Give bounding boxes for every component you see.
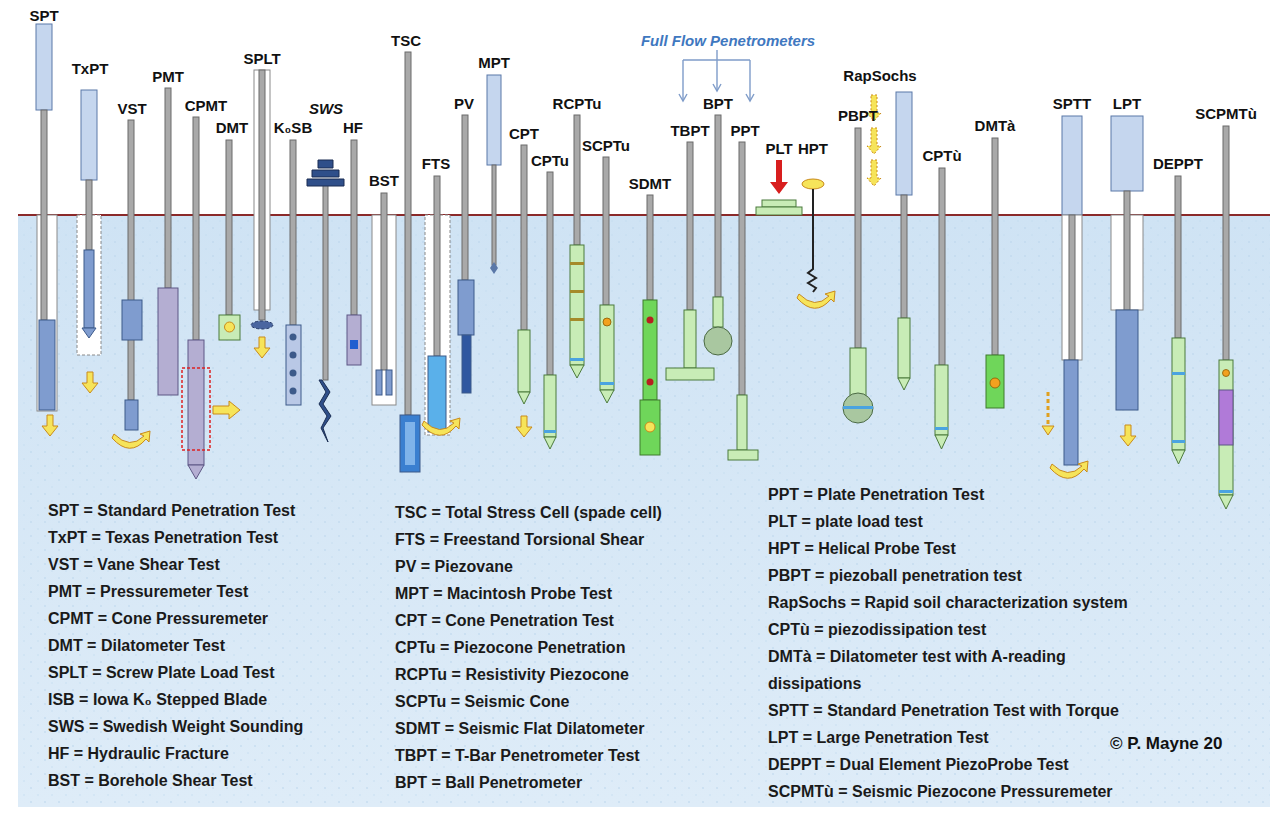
definition-line: CPTu = Piezocone Penetration: [395, 634, 662, 661]
definition-line: SPLT = Screw Plate Load Test: [48, 659, 303, 686]
definition-line: SCPTu = Seismic Cone: [395, 688, 662, 715]
definition-line: HF = Hydraulic Fracture: [48, 740, 303, 767]
definition-line: PPT = Plate Penetration Test: [768, 481, 1128, 508]
definition-line: TSC = Total Stress Cell (spade cell): [395, 499, 662, 526]
definition-line: CPMT = Cone Pressuremeter: [48, 605, 303, 632]
definition-line: PBPT = piezoball penetration test: [768, 562, 1128, 589]
tool-label: TxPT: [72, 60, 109, 77]
tool-label: SCPTu: [582, 137, 630, 154]
tool-label: DEPPT: [1153, 155, 1203, 172]
tool-label: DMT: [216, 119, 249, 136]
tool-label: VST: [117, 100, 146, 117]
group-label: Full Flow Penetrometers: [641, 32, 815, 49]
definition-line: VST = Vane Shear Test: [48, 551, 303, 578]
tool-label: FTS: [422, 155, 450, 172]
definition-line: SPT = Standard Penetration Test: [48, 497, 303, 524]
tool-label: BST: [369, 172, 399, 189]
definition-line: CPT = Cone Penetration Test: [395, 607, 662, 634]
definition-line: MPT = Macintosh Probe Test: [395, 580, 662, 607]
definition-line: TBPT = T-Bar Penetrometer Test: [395, 742, 662, 769]
tool-label: PMT: [152, 68, 184, 85]
definition-line: BST = Borehole Shear Test: [48, 767, 303, 794]
definition-line: LPT = Large Penetration Test: [768, 724, 1128, 751]
definition-line: SCPMTù = Seismic Piezocone Pressuremeter: [768, 778, 1128, 805]
definition-line: RCPTu = Resistivity Piezocone: [395, 661, 662, 688]
tool-label: LPT: [1113, 95, 1141, 112]
tool-label: RCPTu: [553, 95, 602, 112]
tool-label: K₀SB: [274, 119, 312, 136]
definition-line: TxPT = Texas Penetration Test: [48, 524, 303, 551]
definition-column: SPT = Standard Penetration TestTxPT = Te…: [48, 497, 303, 794]
definition-line: HPT = Helical Probe Test: [768, 535, 1128, 562]
tool-label: CPMT: [185, 97, 228, 114]
definition-line: BPT = Ball Penetrometer: [395, 769, 662, 796]
tool-label: HPT: [798, 140, 828, 157]
definition-line: DMT = Dilatometer Test: [48, 632, 303, 659]
definition-line: ISB = Iowa K₀ Stepped Blade: [48, 686, 303, 713]
tool-label: PBPT: [838, 107, 878, 124]
definition-line: PLT = plate load test: [768, 508, 1128, 535]
tool-label: SDMT: [629, 175, 672, 192]
tool-label: SPTT: [1053, 95, 1091, 112]
tool-label: CPT: [509, 125, 539, 142]
definition-line: DMTà = Dilatometer test with A-reading d…: [768, 643, 1108, 697]
tool-label: DMTà: [975, 117, 1016, 134]
tool-label: PV: [454, 95, 474, 112]
definition-line: RapSochs = Rapid soil characterization s…: [768, 589, 1128, 616]
definition-line: SDMT = Seismic Flat Dilatometer: [395, 715, 662, 742]
definition-column: PPT = Plate Penetration TestPLT = plate …: [768, 481, 1128, 805]
tool-label: SCPMTù: [1195, 105, 1257, 122]
definition-line: FTS = Freestand Torsional Shear: [395, 526, 662, 553]
definition-line: PV = Piezovane: [395, 553, 662, 580]
tool-label: PLT: [765, 140, 792, 157]
definition-line: SWS = Swedish Weight Sounding: [48, 713, 303, 740]
tool-label: HF: [343, 119, 363, 136]
definition-column: TSC = Total Stress Cell (spade cell)FTS …: [395, 499, 662, 796]
tool-label: BPT: [703, 95, 733, 112]
definition-line: SPTT = Standard Penetration Test with To…: [768, 697, 1128, 724]
tool-label: SWS: [309, 100, 343, 117]
tool-label: MPT: [478, 54, 510, 71]
tool-label: RapSochs: [843, 67, 916, 84]
tool-label: TSC: [391, 32, 421, 49]
definition-line: DEPPT = Dual Element PiezoProbe Test: [768, 751, 1128, 778]
copyright: © P. Mayne 20: [1110, 734, 1222, 754]
tool-label: SPT: [29, 7, 58, 24]
tool-label: TBPT: [670, 122, 709, 139]
definition-line: CPTù = piezodissipation test: [768, 616, 1128, 643]
tool-label: CPTù: [922, 147, 961, 164]
tool-label: CPTu: [531, 152, 569, 169]
tool-label: SPLT: [243, 50, 280, 67]
definition-line: PMT = Pressuremeter Test: [48, 578, 303, 605]
tool-label: PPT: [730, 122, 759, 139]
